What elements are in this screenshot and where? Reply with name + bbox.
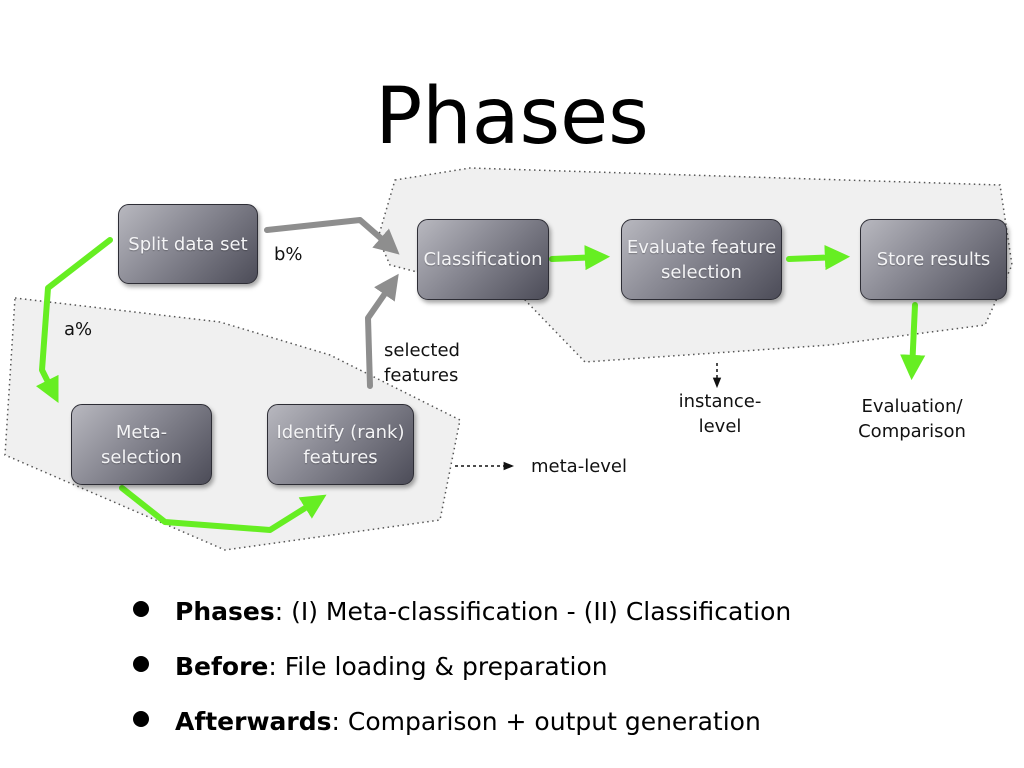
meta-selection-node: Meta-selection [71, 404, 212, 485]
meta-level-label: meta-level [531, 456, 627, 477]
list-item: Phases: (I) Meta-classification - (II) C… [130, 590, 791, 645]
page-title: Phases [375, 72, 649, 162]
classification-to-evaluate-arrow [549, 245, 611, 271]
list-item: Afterwards: Comparison + output generati… [130, 700, 791, 755]
selected-features-arrow [365, 273, 399, 389]
bullet-dot-icon [133, 656, 149, 672]
meta-level-region [4, 297, 461, 551]
split-data-set-node: Split data set [118, 204, 258, 284]
a-percent-arrow [35, 237, 113, 404]
selected-features-label: selected features [384, 340, 460, 386]
list-item: Before: File loading & preparation [130, 645, 791, 700]
b-percent-label: b% [274, 244, 303, 265]
bullet-list: Phases: (I) Meta-classification - (II) C… [130, 590, 791, 755]
a-percent-label: a% [64, 319, 93, 340]
evaluation-comparison-label: Evaluation/ Comparison [858, 396, 966, 442]
instance-level-label: instance- level [678, 391, 762, 437]
meta-to-identify-arrow [119, 485, 327, 533]
store-results-node: Store results [860, 219, 1007, 300]
store-to-evaluation-arrow [900, 302, 926, 381]
b-percent-arrow [264, 217, 400, 255]
identify-rank-features-node: Identify (rank)features [267, 404, 414, 485]
bullet-dot-icon [133, 711, 149, 727]
classification-node: Classification [417, 219, 549, 300]
bullet-dot-icon [133, 601, 149, 617]
evaluate-to-store-arrow [786, 245, 851, 271]
